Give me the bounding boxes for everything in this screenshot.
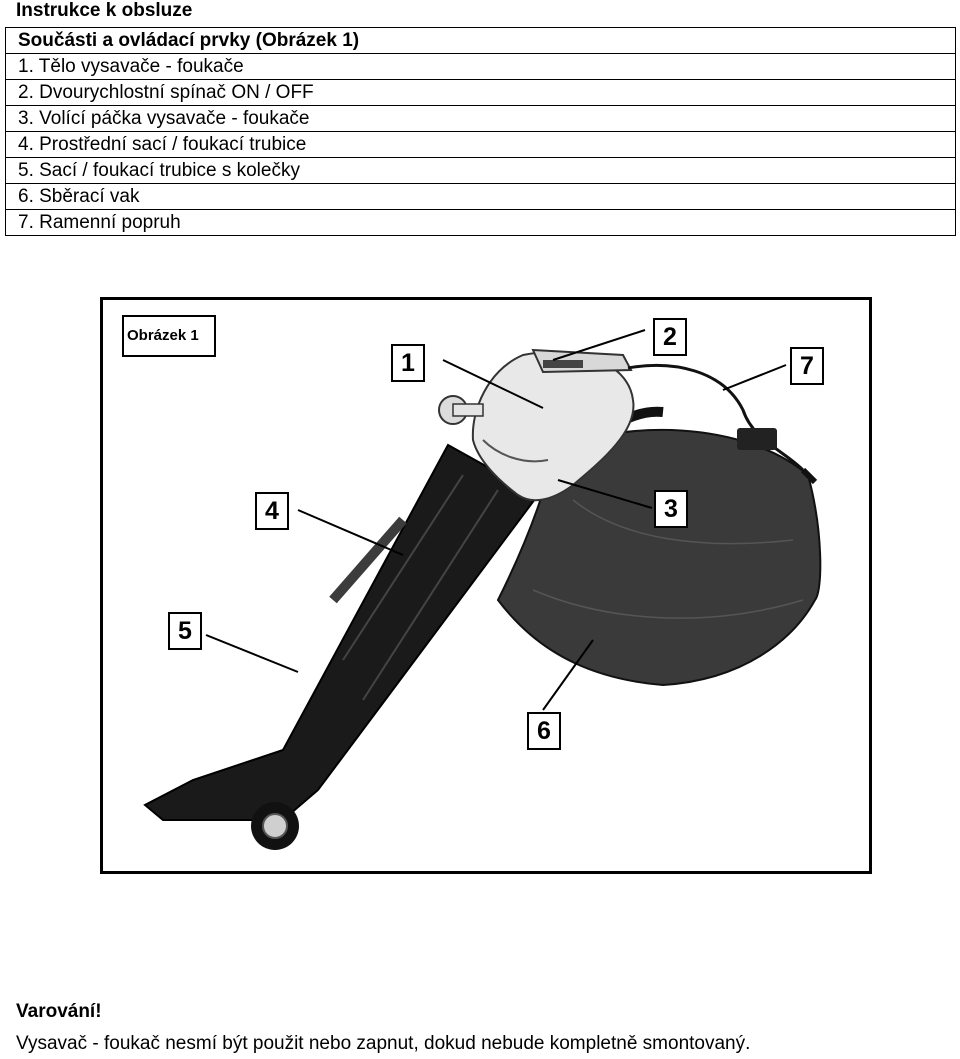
table-row: 4. Prostřední sací / foukací trubice [5, 131, 956, 158]
part-item-5: 5. Sací / foukací trubice s kolečky [5, 157, 956, 184]
leader-line-6 [542, 639, 594, 711]
part-item-6: 6. Sběrací vak [5, 183, 956, 210]
cable-plug [737, 428, 777, 450]
leader-line-4 [297, 509, 404, 556]
table-row: 7. Ramenní popruh [5, 209, 956, 236]
parts-table-header-row: Součásti a ovládací prvky (Obrázek 1) [5, 27, 956, 54]
callout-6: 6 [527, 712, 561, 750]
parts-table: Součásti a ovládací prvky (Obrázek 1) 1.… [5, 27, 956, 236]
leader-line-5 [205, 634, 299, 673]
table-row: 2. Dvourychlostní spínač ON / OFF [5, 79, 956, 106]
suction-tube [143, 443, 540, 821]
blower-vacuum-illustration [143, 329, 822, 850]
callout-4: 4 [255, 492, 289, 530]
callout-2: 2 [653, 318, 687, 356]
part-item-7: 7. Ramenní popruh [5, 209, 956, 236]
leader-line-7 [722, 364, 787, 391]
part-item-4: 4. Prostřední sací / foukací trubice [5, 131, 956, 158]
leader-line-1 [442, 359, 544, 409]
part-item-1: 1. Tělo vysavače - foukače [5, 53, 956, 80]
figure-label: Obrázek 1 [122, 315, 216, 357]
table-row: 3. Volící páčka vysavače - foukače [5, 105, 956, 132]
warning-title: Varování! [16, 1001, 102, 1022]
figure-1: Obrázek 1 1 2 3 4 5 6 7 [100, 297, 872, 874]
blower-body [471, 351, 635, 502]
warning-text: Vysavač - foukač nesmí být použit nebo z… [16, 1033, 751, 1054]
power-cable [627, 364, 805, 472]
table-row: 1. Tělo vysavače - foukače [5, 53, 956, 80]
part-item-3: 3. Volící páčka vysavače - foukače [5, 105, 956, 132]
callout-5: 5 [168, 612, 202, 650]
part-item-2: 2. Dvourychlostní spínač ON / OFF [5, 79, 956, 106]
page-heading: Instrukce k obsluze [16, 0, 193, 21]
callout-3: 3 [654, 490, 688, 528]
parts-table-header: Součásti a ovládací prvky (Obrázek 1) [5, 27, 956, 54]
table-row: 6. Sběrací vak [5, 183, 956, 210]
leader-line-3 [557, 479, 653, 509]
leader-line-2 [552, 329, 646, 361]
callout-7: 7 [790, 347, 824, 385]
callout-1: 1 [391, 344, 425, 382]
table-row: 5. Sací / foukací trubice s kolečky [5, 157, 956, 184]
